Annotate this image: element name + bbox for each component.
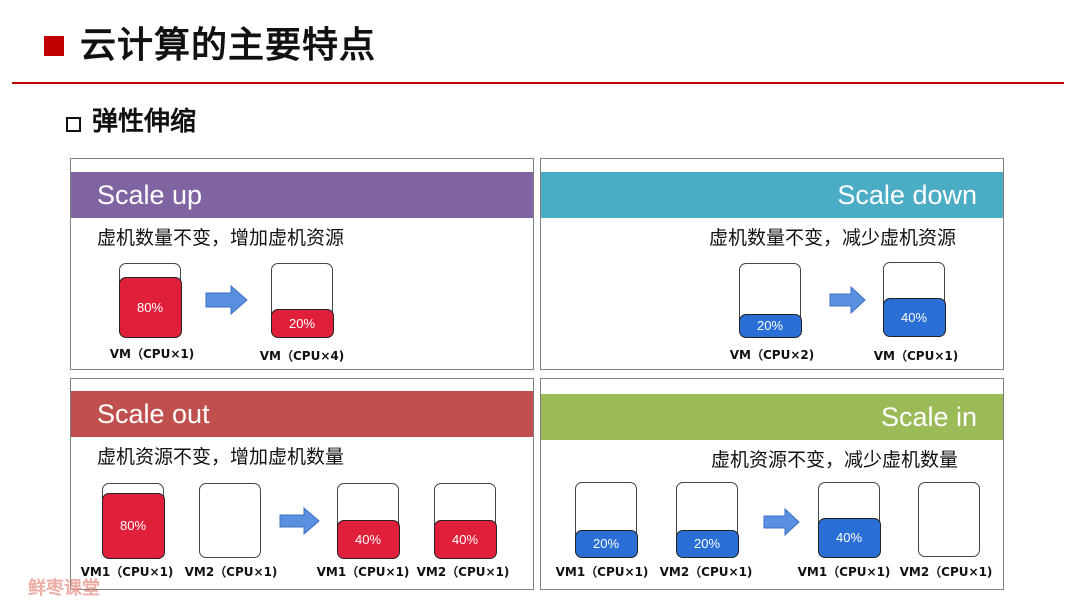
scale-in-description: 虚机资源不变，减少虚机数量 [711, 449, 959, 471]
scale-in-panel: Scale in 虚机资源不变，减少虚机数量 20% VM1（CPU×1) 20… [540, 378, 1004, 590]
vm-usage-fill: 40% [433, 520, 497, 559]
scale-up-description: 虚机数量不变，增加虚机资源 [97, 227, 345, 249]
page-title: 云计算的主要特点 [80, 25, 377, 66]
vm-usage-fill: 20% [270, 309, 334, 338]
arrow-right-icon [763, 508, 800, 536]
vm-label: VM（CPU×1) [109, 347, 195, 361]
vm-label: VM1（CPU×1) [80, 565, 174, 579]
vm-usage-fill: 40% [336, 520, 400, 559]
vm-usage-fill: 40% [882, 297, 946, 337]
scale-out-description: 虚机资源不变，增加虚机数量 [97, 446, 345, 468]
vm-usage-fill: 40% [817, 518, 881, 558]
vm-box: 20% [675, 482, 739, 558]
vm-usage-fill: 80% [118, 276, 182, 338]
vm-usage-fill: 20% [574, 530, 638, 558]
vm-label: VM（CPU×2) [729, 348, 815, 362]
watermark-logo: 鲜枣课堂 [28, 578, 100, 599]
arrow-right-icon [279, 507, 320, 535]
scale-down-panel: Scale down 虚机数量不变，减少虚机资源 20% VM（CPU×2) 4… [540, 158, 1004, 370]
vm-usage-fill: 20% [675, 530, 739, 558]
vm-box: 40% [336, 483, 400, 559]
scale-in-header: Scale in [541, 394, 1003, 440]
vm-box [199, 483, 261, 558]
vm-label: VM（CPU×1) [873, 349, 959, 363]
vm-usage-fill: 20% [738, 314, 802, 338]
vm-box: 40% [433, 483, 497, 559]
vm-box: 80% [101, 483, 165, 559]
vm-usage-fill: 80% [101, 493, 165, 559]
scale-out-panel: Scale out 虚机资源不变，增加虚机数量 80% VM1（CPU×1) V… [70, 378, 534, 590]
vm-box: 80% [118, 263, 182, 338]
vm-label: VM（CPU×4) [259, 349, 345, 363]
vm-label: VM2（CPU×1) [899, 565, 993, 579]
vm-label: VM2（CPU×1) [659, 565, 753, 579]
vm-box: 20% [574, 482, 638, 558]
title-divider [12, 82, 1064, 84]
vm-box [918, 482, 980, 557]
vm-label: VM2（CPU×1) [416, 565, 510, 579]
vm-box: 40% [882, 262, 946, 337]
scale-up-panel: Scale up 虚机数量不变，增加虚机资源 80% VM（CPU×1) 20%… [70, 158, 534, 370]
arrow-right-icon [829, 286, 866, 314]
title-bullet-square [44, 36, 64, 56]
vm-label: VM1（CPU×1) [797, 565, 891, 579]
arrow-right-icon [205, 285, 248, 315]
vm-label: VM1（CPU×1) [555, 565, 649, 579]
vm-label: VM1（CPU×1) [316, 565, 410, 579]
scale-down-description: 虚机数量不变，减少虚机资源 [709, 227, 957, 249]
vm-label: VM2（CPU×1) [184, 565, 278, 579]
scale-down-header: Scale down [541, 172, 1003, 218]
scale-up-header: Scale up [71, 172, 533, 218]
vm-box: 40% [817, 482, 881, 558]
vm-box: 20% [738, 263, 802, 338]
section-title: 弹性伸缩 [92, 107, 197, 137]
vm-box: 20% [270, 263, 334, 338]
scale-out-header: Scale out [71, 391, 533, 437]
subtitle-bullet-square [66, 117, 81, 132]
